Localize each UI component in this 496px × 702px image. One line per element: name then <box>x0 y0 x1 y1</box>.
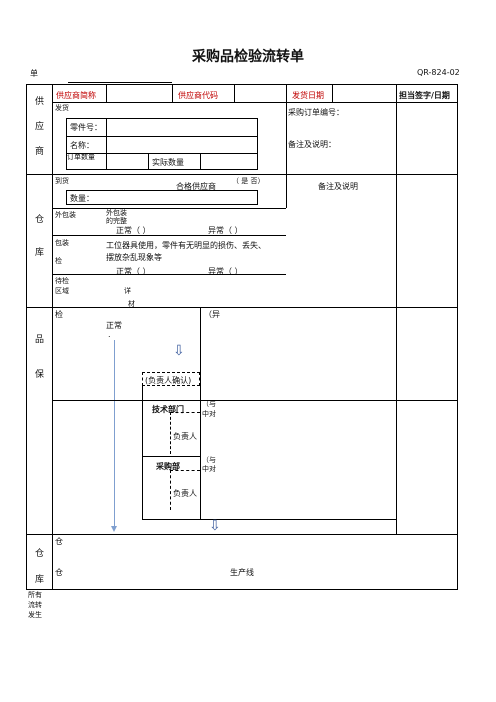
section-quality-2: 保 <box>35 370 45 380</box>
part-no-label: 零件号： <box>70 123 102 132</box>
quality-section-bottom <box>26 534 458 535</box>
col-section <box>52 84 53 590</box>
warehouse-frag-3: 外包装 <box>106 209 127 217</box>
abnormal-option-2: 异常（ ） <box>208 267 243 276</box>
single-underline <box>68 82 172 83</box>
purchase-responsible-box <box>170 470 200 510</box>
responsible-confirm-box <box>142 372 200 386</box>
tech-dept-label: 技术部门 <box>152 405 184 414</box>
supplier-frag: 发货 <box>55 104 69 112</box>
warehouse-frag-6: 检 <box>55 257 62 265</box>
section-supplier-1: 供 <box>35 97 45 107</box>
supplier-section-bottom <box>26 174 458 175</box>
quantity-label: 数量： <box>70 194 94 203</box>
qualified-supplier-label: 合格供应商 <box>176 182 216 191</box>
header-supplier-short: 供应商简称 <box>56 91 96 100</box>
warehouse-frag-4: 的完整 <box>106 217 127 225</box>
purchase-responsible-label: 负责人 <box>173 489 197 498</box>
footer-line-1: 所有 <box>28 591 42 599</box>
warehouse-frag-9: 详 <box>124 287 131 295</box>
doc-code: QR-824-02 <box>417 68 460 77</box>
header-sign-date: 担当签字/日期 <box>399 91 450 100</box>
flow-arrow-tip <box>111 526 117 532</box>
normal-option-1: 正常（ ） <box>116 226 151 235</box>
tech-handle-frag-b: 中对 <box>202 410 216 418</box>
abnormal-option-1: 异常（ ） <box>208 226 243 235</box>
header-ship-date: 发货日期 <box>292 91 324 100</box>
supplier-part-table <box>66 118 258 170</box>
quantity-box <box>66 190 258 205</box>
warehouse2-frag-2: 仓 <box>55 568 63 577</box>
qualified-yes-no: （ 是 否） <box>232 177 265 185</box>
warehouse-frag-5: 包装 <box>55 239 69 247</box>
warehouse-section-bottom <box>26 307 458 308</box>
warehouse2-frag-1: 仓 <box>55 537 63 546</box>
warehouse-frag-1: 到货 <box>55 177 69 185</box>
quality-normal-dot: . <box>108 330 111 339</box>
warehouse-frag-2: 外包装 <box>55 211 76 219</box>
section-warehouse-1: 仓 <box>35 215 45 225</box>
flow-line-normal <box>114 340 115 526</box>
purchase-handle-frag-b: 中对 <box>202 465 216 473</box>
responsible-confirm-label: (负责人确认) <box>145 376 192 385</box>
section-supplier-2: 应 <box>35 122 45 132</box>
document-title: 采购品检验流转单 <box>192 49 304 65</box>
warehouse-frag-7: 待检 <box>55 277 69 285</box>
section-warehouse-2: 库 <box>35 248 45 258</box>
footer-line-3: 发生 <box>28 611 42 619</box>
header-supplier-code: 供应商代码 <box>178 91 218 100</box>
po-number-label: 采购订单编号： <box>288 108 344 117</box>
purchase-handle-frag: （与 <box>202 456 216 464</box>
name-label: 名称： <box>70 141 94 150</box>
section-warehouse2-2: 库 <box>35 575 45 585</box>
quality-inspect-frag: 检 <box>55 310 63 319</box>
col-sign <box>396 84 397 534</box>
quality-normal-label: 正常 <box>106 321 122 330</box>
tech-responsible-box <box>170 412 200 454</box>
tech-handle-frag: （与 <box>202 400 216 408</box>
normal-option-2: 正常（ ） <box>116 267 151 276</box>
outer-frame <box>26 84 458 590</box>
section-supplier-3: 商 <box>35 147 45 157</box>
quality-abnormal-label: （异 <box>204 310 220 319</box>
down-arrow-icon-2: ⇩ <box>209 518 221 534</box>
section-warehouse2-1: 仓 <box>35 549 45 559</box>
warehouse-remarks-label: 备注及说明 <box>318 182 358 191</box>
header-bottom <box>52 102 458 103</box>
section-quality-1: 品 <box>35 335 45 345</box>
doc-single-label: 单 <box>30 69 38 78</box>
tech-responsible-label: 负责人 <box>173 432 197 441</box>
actual-qty-label: 实际数量 <box>152 158 184 167</box>
warehouse-frag-10: 材 <box>128 300 135 308</box>
down-arrow-icon: ⇩ <box>173 343 185 359</box>
package-desc-2: 摆放杂乱现象等 <box>106 253 162 262</box>
footer-line-2: 流转 <box>28 601 42 609</box>
purchase-dept-label: 采购部 <box>156 462 180 471</box>
package-desc: 工位器具使用，零件有无明显的损伤、丢失、 <box>106 241 266 250</box>
supplier-remarks-label: 备注及说明： <box>288 140 336 149</box>
warehouse-frag-8: 区域 <box>55 287 69 295</box>
order-qty-label: 订单数量 <box>67 153 95 161</box>
production-line-label: 生产线 <box>230 568 254 577</box>
